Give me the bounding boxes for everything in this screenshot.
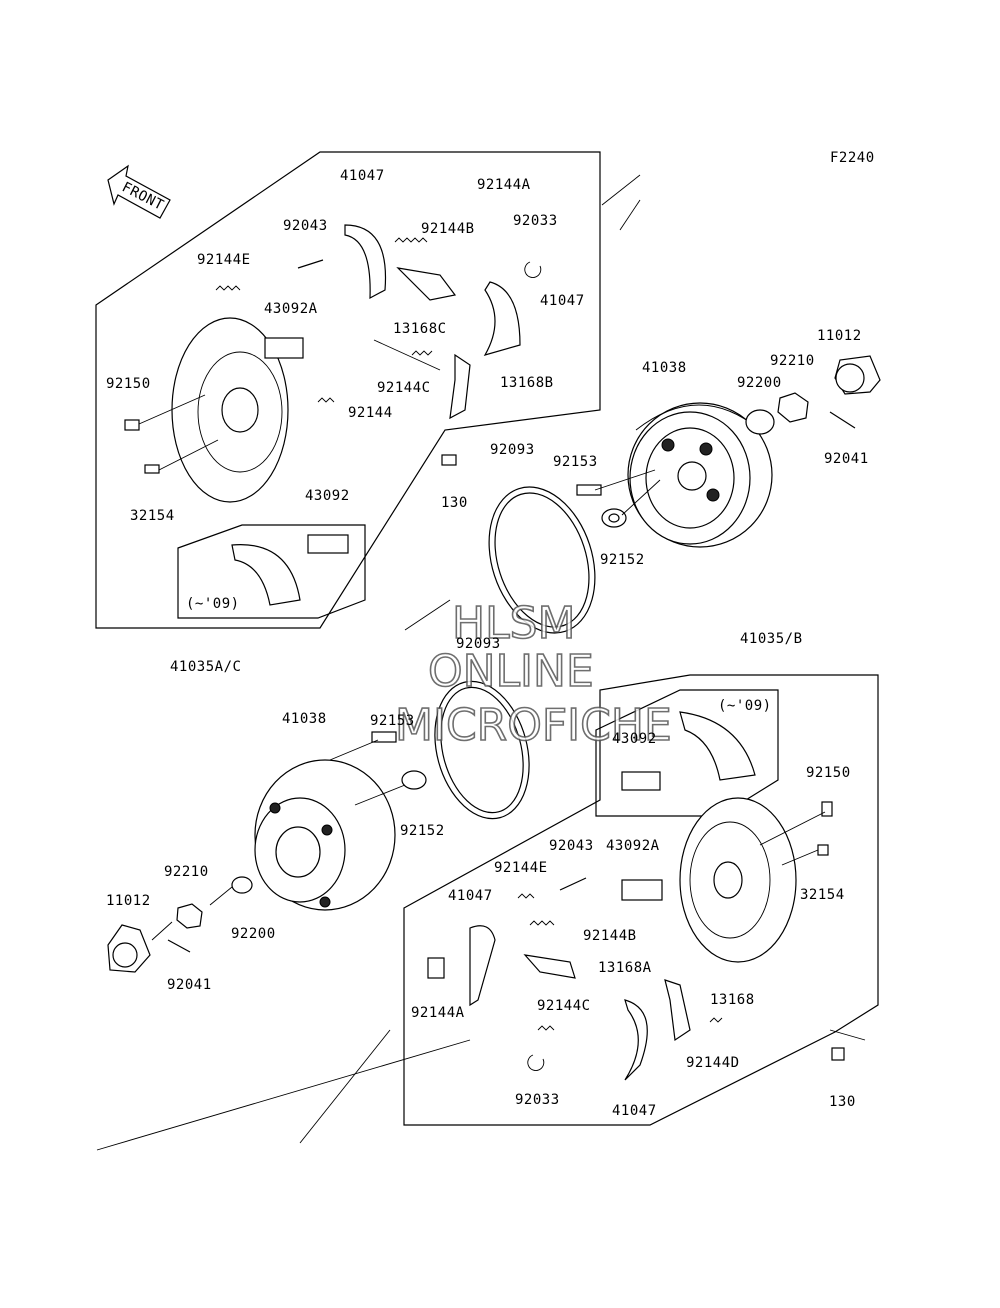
part-label: 92033 <box>513 213 558 229</box>
part-label: 92033 <box>515 1092 560 1108</box>
part-label: 32154 <box>130 508 175 524</box>
part-label: 43092A <box>264 301 318 317</box>
part-label: 13168B <box>500 375 554 391</box>
part-label: 92093 <box>490 442 535 458</box>
part-label: 13168 <box>710 992 755 1008</box>
part-label: 43092 <box>305 488 350 504</box>
part-label: 130 <box>441 495 468 511</box>
part-label: 92144 <box>348 405 393 421</box>
part-label: 41047 <box>448 888 493 904</box>
part-labels: 41047 92144A 92043 92144B 92033 92144E 4… <box>106 168 869 1119</box>
part-label: 43092 <box>612 731 657 747</box>
lower-inset-box <box>595 689 779 817</box>
part-label: 92144C <box>537 998 591 1014</box>
part-label: 92144C <box>377 380 431 396</box>
brake-drum-lower <box>254 759 396 911</box>
part-label: 11012 <box>817 328 862 344</box>
part-label: 92153 <box>370 713 415 729</box>
upper-assembly-frame <box>95 151 601 629</box>
part-label: 92153 <box>553 454 598 470</box>
watermark: HLSM ONLINE MICROFICHE <box>394 597 672 752</box>
part-label: 41038 <box>642 360 687 376</box>
part-label: 92144D <box>686 1055 740 1071</box>
part-label: 11012 <box>106 893 151 909</box>
part-label: 92144A <box>411 1005 465 1021</box>
part-label: 41035/B <box>740 631 803 647</box>
lower-assembly-frame <box>403 674 879 1126</box>
part-label: 13168A <box>598 960 652 976</box>
part-label: 92041 <box>824 451 869 467</box>
brake-drum-upper <box>627 402 773 548</box>
part-label: 92152 <box>400 823 445 839</box>
part-label: 92043 <box>283 218 328 234</box>
part-label: 92144B <box>583 928 637 944</box>
front-direction-arrow-icon: FRONT <box>107 164 171 219</box>
part-label: 92150 <box>806 765 851 781</box>
part-label: 92144B <box>421 221 475 237</box>
svg-text:HLSM: HLSM <box>452 598 576 649</box>
part-label: 32154 <box>800 887 845 903</box>
hub-cap-lower <box>107 924 151 973</box>
svg-text:ONLINE: ONLINE <box>428 646 594 697</box>
part-label: 92041 <box>167 977 212 993</box>
hub-cap-upper <box>834 355 881 395</box>
part-label: (~'09) <box>718 698 772 714</box>
part-label: 92210 <box>164 864 209 880</box>
part-label: 92150 <box>106 376 151 392</box>
part-label: 92210 <box>770 353 815 369</box>
part-label: 43092A <box>606 838 660 854</box>
part-label: 92144A <box>477 177 531 193</box>
svg-text:MICROFICHE: MICROFICHE <box>395 700 672 751</box>
part-label: 41047 <box>340 168 385 184</box>
part-label: 130 <box>829 1094 856 1110</box>
part-label: 92144E <box>197 252 251 268</box>
part-label: 92093 <box>456 636 501 652</box>
upper-inset-box <box>177 524 366 619</box>
part-label: 13168C <box>393 321 447 337</box>
part-label: 41038 <box>282 711 327 727</box>
part-label: 41047 <box>612 1103 657 1119</box>
part-label: 41047 <box>540 293 585 309</box>
part-label: 92200 <box>231 926 276 942</box>
figure-code: F2240 <box>830 150 875 166</box>
backing-plate-lower <box>679 797 797 963</box>
part-label: 92144E <box>494 860 548 876</box>
part-label: 92043 <box>549 838 594 854</box>
part-label: 92200 <box>737 375 782 391</box>
part-label: 41035A/C <box>170 659 241 675</box>
part-label: (~'09) <box>186 596 240 612</box>
part-label: 92152 <box>600 552 645 568</box>
backing-plate-upper <box>171 317 304 503</box>
